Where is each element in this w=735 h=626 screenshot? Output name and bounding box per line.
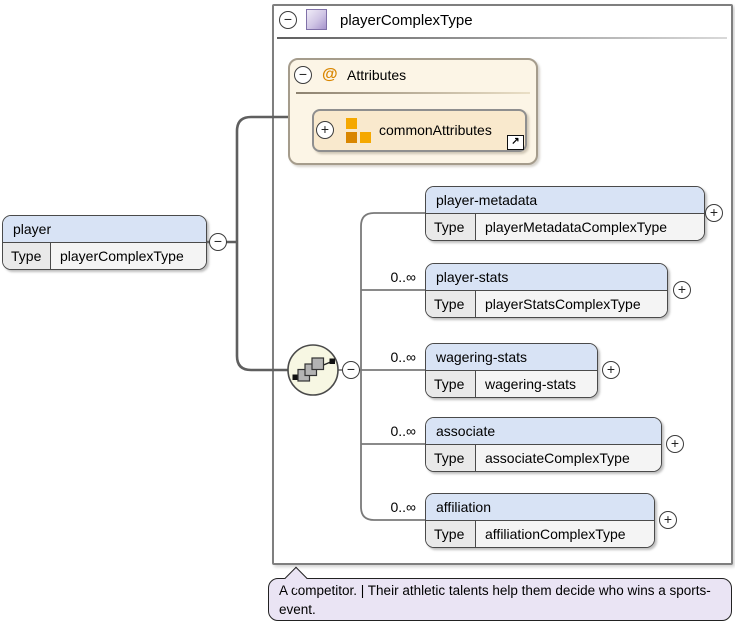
- complex-type-icon: [306, 9, 327, 30]
- type-value: affiliationComplexType: [476, 521, 654, 547]
- expand-button-affiliation[interactable]: +: [659, 511, 677, 529]
- expand-button-associate[interactable]: +: [666, 435, 684, 453]
- sequence-icon[interactable]: [287, 344, 339, 396]
- type-label: Type: [426, 445, 476, 471]
- collapse-button-sequence[interactable]: −: [342, 361, 360, 379]
- type-value: playerStatsComplexType: [476, 291, 667, 317]
- expand-button-common-attributes[interactable]: +: [316, 121, 334, 139]
- occurrence-label: 0..∞: [390, 423, 416, 439]
- annotation-text: A competitor. | Their athletic talents h…: [268, 578, 732, 621]
- type-label: Type: [426, 371, 476, 397]
- expand-button-player-stats[interactable]: +: [673, 281, 691, 299]
- element-name: player-metadata: [426, 187, 704, 214]
- type-label: Type: [426, 291, 476, 317]
- attribute-group-name: commonAttributes: [379, 122, 492, 138]
- element-box-player-stats[interactable]: player-stats Type playerStatsComplexType: [425, 263, 668, 318]
- element-box-associate[interactable]: associate Type associateComplexType: [425, 417, 662, 472]
- type-value: associateComplexType: [476, 445, 661, 471]
- attributes-separator: [296, 92, 530, 94]
- reference-arrow-icon[interactable]: ↗: [507, 135, 524, 150]
- element-name: affiliation: [426, 494, 654, 521]
- expand-button-player-metadata[interactable]: +: [705, 204, 723, 222]
- attribute-group-icon: [346, 118, 371, 143]
- collapse-button-complex-type[interactable]: −: [279, 11, 297, 29]
- element-name: player: [3, 216, 206, 243]
- element-name: player-stats: [426, 264, 667, 291]
- element-name: associate: [426, 418, 661, 445]
- type-value: wagering-stats: [476, 371, 597, 397]
- header-separator: [277, 37, 727, 39]
- expand-button-wagering-stats[interactable]: +: [602, 361, 620, 379]
- element-box-player[interactable]: player Type playerComplexType: [2, 215, 207, 270]
- attribute-group-box[interactable]: [312, 109, 527, 152]
- type-value: playerComplexType: [51, 243, 206, 269]
- type-value: playerMetadataComplexType: [476, 214, 704, 240]
- element-name: wagering-stats: [426, 344, 597, 371]
- at-icon: @: [322, 66, 338, 83]
- collapse-button-attributes[interactable]: −: [294, 66, 312, 84]
- occurrence-label: 0..∞: [390, 349, 416, 365]
- attributes-label: Attributes: [347, 67, 407, 83]
- complex-type-title: playerComplexType: [340, 12, 473, 29]
- collapse-button-player[interactable]: −: [209, 233, 227, 251]
- type-label: Type: [426, 521, 476, 547]
- element-box-player-metadata[interactable]: player-metadata Type playerMetadataCompl…: [425, 186, 705, 241]
- element-box-affiliation[interactable]: affiliation Type affiliationComplexType: [425, 493, 655, 548]
- occurrence-label: 0..∞: [390, 269, 416, 285]
- type-label: Type: [426, 214, 476, 240]
- type-label: Type: [3, 243, 51, 269]
- element-box-wagering-stats[interactable]: wagering-stats Type wagering-stats: [425, 343, 598, 398]
- occurrence-label: 0..∞: [390, 499, 416, 515]
